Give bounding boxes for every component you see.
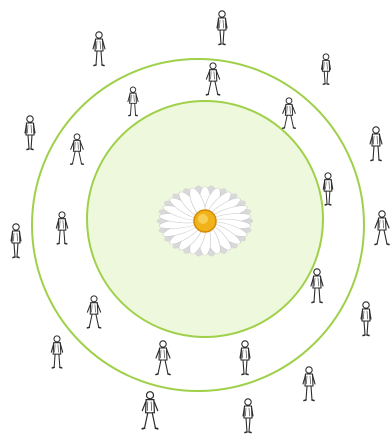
person-figure-icon <box>56 212 67 244</box>
person-figure-icon <box>128 87 138 116</box>
person-figure-icon <box>87 296 100 328</box>
person-figure-icon <box>370 127 382 161</box>
person-figure-icon <box>217 11 227 45</box>
person-figure-icon <box>283 98 296 128</box>
person-figure-icon <box>25 116 35 150</box>
person-figure-icon <box>93 32 105 66</box>
person-figure-icon <box>303 367 315 401</box>
person-figure-icon <box>142 392 157 429</box>
person-figure-icon <box>322 54 331 84</box>
person-figure-icon <box>206 63 219 95</box>
person-figure-icon <box>51 336 62 368</box>
person-figure-icon <box>11 224 21 258</box>
person-figure-icon <box>156 341 170 375</box>
person-figure-icon <box>71 134 84 164</box>
person-figure-icon <box>323 173 333 205</box>
person-figure-icon <box>311 269 323 303</box>
person-figure-icon <box>243 399 253 433</box>
person-figure-icon <box>361 302 371 336</box>
person-figure-icon <box>375 211 389 245</box>
person-figure-icon <box>240 341 250 375</box>
